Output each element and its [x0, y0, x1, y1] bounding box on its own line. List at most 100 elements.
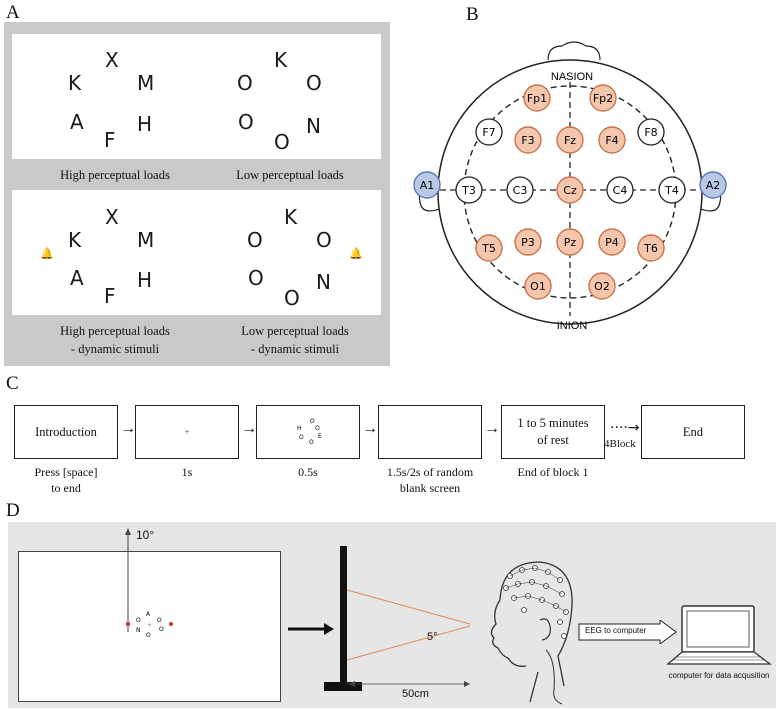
- caption-line: to end: [51, 481, 81, 496]
- caption-introduction: Press [space] to end: [14, 464, 118, 496]
- electrode-a1: A1: [413, 171, 441, 199]
- caption-low-load: Low perceptual loads: [236, 168, 344, 182]
- electrode-t6: T6: [637, 234, 665, 262]
- panel-label-c: C: [6, 373, 19, 394]
- electrode-cz: Cz: [556, 176, 584, 204]
- side-view-setup: [324, 546, 471, 691]
- svg-text:A1: A1: [420, 179, 435, 192]
- arrow-right-icon: →: [120, 420, 136, 437]
- svg-text:F8: F8: [644, 126, 657, 139]
- svg-text:O: O: [309, 439, 314, 446]
- svg-text:T3: T3: [461, 184, 476, 197]
- rest-line: 1 to 5 minutes: [517, 416, 589, 431]
- stim-letter: X: [105, 48, 119, 72]
- arrow-right-icon: →: [484, 420, 500, 437]
- stim-letter: N: [316, 270, 331, 294]
- caption-line: - dynamic stimuli: [70, 342, 160, 356]
- svg-text:C4: C4: [613, 184, 628, 197]
- svg-text:E: E: [318, 433, 322, 440]
- panel-a-bottom-box: [12, 190, 381, 315]
- stim-letter: O: [248, 266, 264, 290]
- caption-line: 1.5s/2s of random: [386, 465, 474, 479]
- stim-letter: K: [68, 71, 82, 95]
- dotted-arrow: ····→: [610, 420, 640, 436]
- stim-letter: A: [70, 266, 84, 290]
- stim-letter: O: [316, 228, 332, 252]
- electrode-f4: F4: [598, 126, 626, 154]
- panel-a-top-box: [12, 34, 381, 159]
- electrode-f3: F3: [514, 126, 542, 154]
- timeline-step-stimulus: O H O O E O: [256, 405, 360, 459]
- eeg-electrode-map: NASION INION Fp1 Fp2 F3 Fz F4 Cz T5 P3 P…: [413, 41, 727, 332]
- stim-letter: M: [137, 228, 155, 252]
- computer-label: computer for data acqusition: [668, 671, 770, 680]
- svg-text:T5: T5: [481, 242, 496, 255]
- caption-low-load-dynamic: Low perceptual loads - dynamic stimuli: [220, 324, 370, 357]
- electrode-o2: O2: [588, 272, 616, 300]
- stim-letter: N: [306, 114, 321, 138]
- svg-text:F3: F3: [521, 134, 534, 147]
- caption-line: blank screen: [399, 481, 461, 496]
- stim-letter: H: [137, 268, 153, 292]
- arrow-right-icon: [288, 623, 334, 635]
- svg-text:Fp1: Fp1: [527, 92, 547, 105]
- caption-stimulus: 0.5s: [298, 465, 318, 479]
- timeline-step-fixation: +: [135, 405, 239, 459]
- stim-letter: O: [247, 228, 263, 252]
- bell-icon: 🔔: [40, 248, 54, 260]
- panel-label-a: A: [6, 2, 20, 23]
- bell-icon: 🔔: [349, 248, 363, 260]
- angle-label-eye: 5°: [427, 631, 438, 643]
- angle-label-top: 10°: [136, 528, 155, 542]
- repeat-label: 4Block: [604, 438, 636, 450]
- timeline-step-rest: 1 to 5 minutes of rest: [501, 405, 605, 459]
- stim-letter: O: [238, 110, 254, 134]
- panel-label-d: D: [6, 500, 20, 521]
- electrode-c3: C3: [506, 176, 534, 204]
- electrode-c4: C4: [606, 176, 634, 204]
- electrode-a2: A2: [699, 171, 727, 199]
- caption-line: - dynamic stimuli: [250, 342, 340, 356]
- eeg-to-computer-label: EEG to computer: [585, 626, 647, 635]
- electrode-fp2: Fp2: [589, 84, 617, 112]
- stim-letter: X: [105, 205, 119, 229]
- timeline-step-blank: [378, 405, 482, 459]
- inion-label: INION: [557, 320, 588, 332]
- svg-text:A2: A2: [706, 179, 721, 192]
- svg-text:H: H: [297, 425, 302, 432]
- caption-fixation: 1s: [181, 465, 193, 479]
- caption-high-load: High perceptual loads: [60, 168, 170, 182]
- svg-text:P4: P4: [605, 236, 619, 249]
- stim-letter: O: [306, 71, 322, 95]
- nose-outline: [547, 41, 601, 61]
- stim-letter: K: [68, 228, 82, 252]
- svg-text:A: A: [146, 611, 151, 618]
- svg-text:O: O: [315, 425, 320, 432]
- caption-blank: 1.5s/2s of random blank screen: [370, 464, 490, 496]
- electrode-t3: T3: [455, 176, 483, 204]
- svg-text:F7: F7: [482, 126, 495, 139]
- electrode-t5: T5: [475, 234, 503, 262]
- panel-label-b: B: [466, 4, 479, 25]
- svg-text:O: O: [299, 434, 304, 441]
- timeline-step-end: End: [641, 405, 745, 459]
- stim-letter: F: [104, 284, 116, 308]
- electrode-pz: Pz: [556, 228, 584, 256]
- svg-text:O: O: [157, 617, 162, 624]
- stim-letter: F: [104, 128, 116, 152]
- svg-text:O: O: [146, 632, 151, 639]
- stim-letter: H: [137, 112, 153, 136]
- svg-text:O2: O2: [594, 280, 610, 293]
- nasion-label: NASION: [551, 71, 593, 83]
- svg-text:T4: T4: [664, 184, 679, 197]
- svg-text:Fz: Fz: [564, 134, 576, 147]
- caption-line: High perceptual loads: [60, 324, 170, 338]
- distance-label: 50cm: [402, 688, 429, 700]
- electrode-p3: P3: [514, 228, 542, 256]
- caption-line: Low perceptual loads: [241, 324, 349, 338]
- caption-high-load-dynamic: High perceptual loads - dynamic stimuli: [40, 324, 190, 357]
- svg-text:F4: F4: [605, 134, 618, 147]
- svg-text:P3: P3: [521, 236, 535, 249]
- monitor-screen: [18, 551, 281, 702]
- caption-line: Press [space]: [34, 465, 98, 479]
